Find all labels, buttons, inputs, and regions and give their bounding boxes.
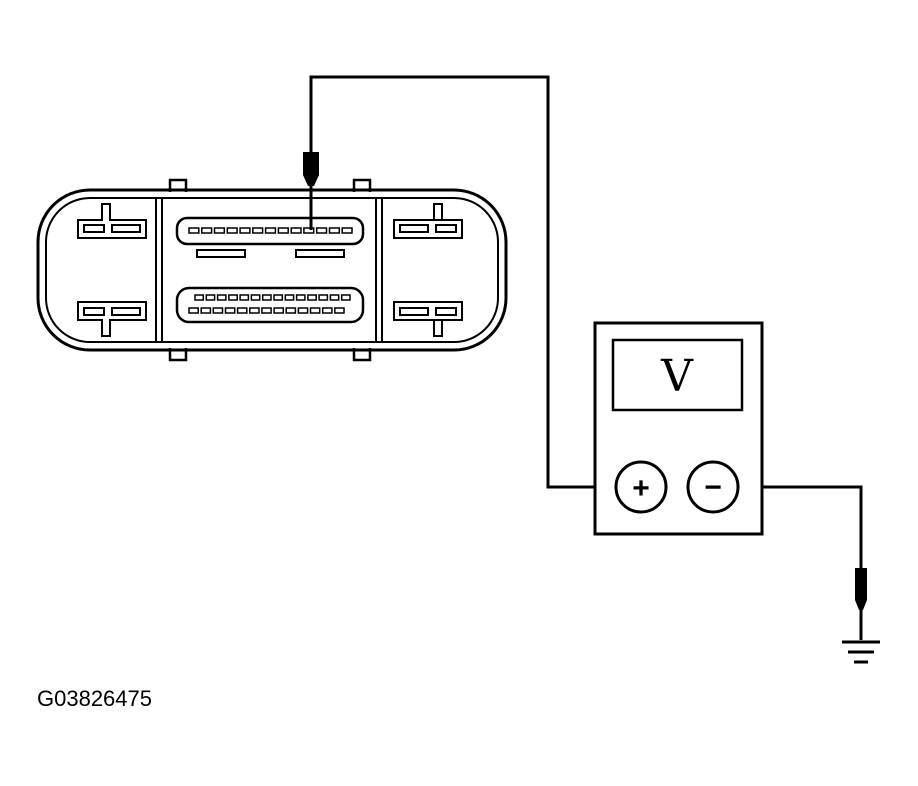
connector-pin [188,307,199,314]
pin-block-upper [175,216,365,246]
terminal-right-bottom [393,301,463,337]
terminal-left-bottom [77,301,147,337]
connector-housing-inner [45,197,499,343]
connector-pin [261,307,272,314]
slot-middle-left [196,249,246,258]
connector-housing-outer [36,188,508,352]
connector-pin [307,294,317,301]
connector-pin [200,307,212,314]
negative-terminal [686,460,740,514]
connector-pin [309,307,321,314]
connector-pin [328,227,341,234]
slot-middle-right [295,249,345,258]
connector-pin [188,227,200,234]
connector-pin [252,227,264,234]
connector-pin [201,227,213,234]
figure-id-label: G03826475 [37,686,152,711]
connector-pin [226,227,238,234]
connector-clip-bottom-right [352,348,372,362]
connector-pin [239,294,250,301]
positive-lead-wire [309,75,616,489]
connector-pin [216,294,227,301]
connector-pin [250,294,261,301]
connector-clip-top-left [168,178,188,192]
pin-block-lower [175,286,365,324]
pin-row-lower [188,294,351,314]
positive-terminal [614,460,668,514]
wiring [309,75,863,570]
connector-pin [341,227,353,234]
connector-clip-top-right [352,178,372,192]
connector-pin [224,307,236,314]
ground-probe [855,568,867,640]
connector-pin [261,294,272,301]
terminal-right-top [393,203,463,239]
connector-pin [334,307,345,314]
connector-pin [340,294,351,301]
connector-pin [277,227,289,234]
connector-pin [212,307,224,314]
negative-terminal-sign: − [704,471,722,504]
connector-pin [315,227,328,234]
pin-row-upper [188,227,353,234]
terminal-left-top [77,203,147,239]
connector-pin [249,307,260,314]
positive-probe [303,152,319,230]
voltmeter: V + − [593,321,764,536]
connector-pin [297,307,309,314]
voltmeter-unit-label: V [660,351,694,402]
connector-pin [213,227,226,234]
connector-pin [194,294,205,301]
connector-pin [228,294,238,301]
connector-pin [318,294,329,301]
ecu-connector [36,178,508,362]
connector-pin [290,227,302,234]
connector-pin [273,307,285,314]
connector-clip-bottom-left [168,348,188,362]
connector-pin [329,294,340,301]
connector-pin [285,307,297,314]
connector-pin [273,294,284,301]
connector-pin [264,227,277,234]
connector-pin [321,307,333,314]
connector-pin [205,294,216,301]
connector-pin [295,294,306,301]
connector-pin [239,227,251,234]
connector-pin [303,227,315,234]
connector-pin [284,294,295,301]
connector-pin [236,307,248,314]
positive-terminal-sign: + [632,472,650,505]
negative-lead-wire [738,485,863,570]
ground-symbol [842,640,880,664]
voltmeter-display [611,338,744,412]
